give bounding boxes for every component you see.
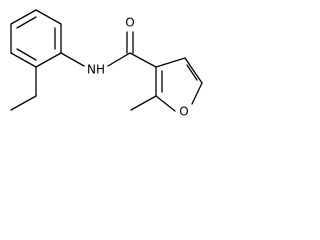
benzene-ring bbox=[10, 9, 62, 68]
benzene-bond-1 bbox=[10, 9, 37, 25]
benzene-bond-2 bbox=[35, 9, 62, 25]
furan-bond-o-c2 bbox=[155, 95, 176, 112]
ethyl-bond-2 bbox=[10, 95, 37, 111]
furan-bond-c5-o bbox=[191, 82, 203, 105]
benzene-double-bond-3 bbox=[16, 48, 37, 61]
furan-bond-c3-c4 bbox=[155, 57, 186, 68]
nitrogen-carbonyl-bond bbox=[107, 52, 131, 67]
benzene-bond-4 bbox=[35, 52, 62, 68]
furan-ring bbox=[155, 57, 203, 112]
benzene-double-bond-1 bbox=[16, 16, 37, 29]
aryl-nitrogen-bond bbox=[60, 52, 85, 67]
carbonyl-furan-bond bbox=[129, 52, 157, 68]
amide-nitrogen-label: NH bbox=[87, 63, 105, 77]
amide-group bbox=[60, 31, 157, 68]
molecule-canvas: O NH O bbox=[0, 0, 244, 153]
chemical-structure-diagram: O NH O bbox=[10, 9, 203, 119]
carbonyl-oxygen-label: O bbox=[125, 16, 134, 30]
benzene-bond-5 bbox=[10, 52, 37, 68]
furan-bond-c4-c5 bbox=[184, 57, 203, 84]
methyl-bond bbox=[130, 95, 157, 111]
ethyl-group bbox=[10, 66, 37, 111]
furan-oxygen-label: O bbox=[179, 105, 188, 119]
furan-double-bond-2 bbox=[186, 64, 198, 81]
